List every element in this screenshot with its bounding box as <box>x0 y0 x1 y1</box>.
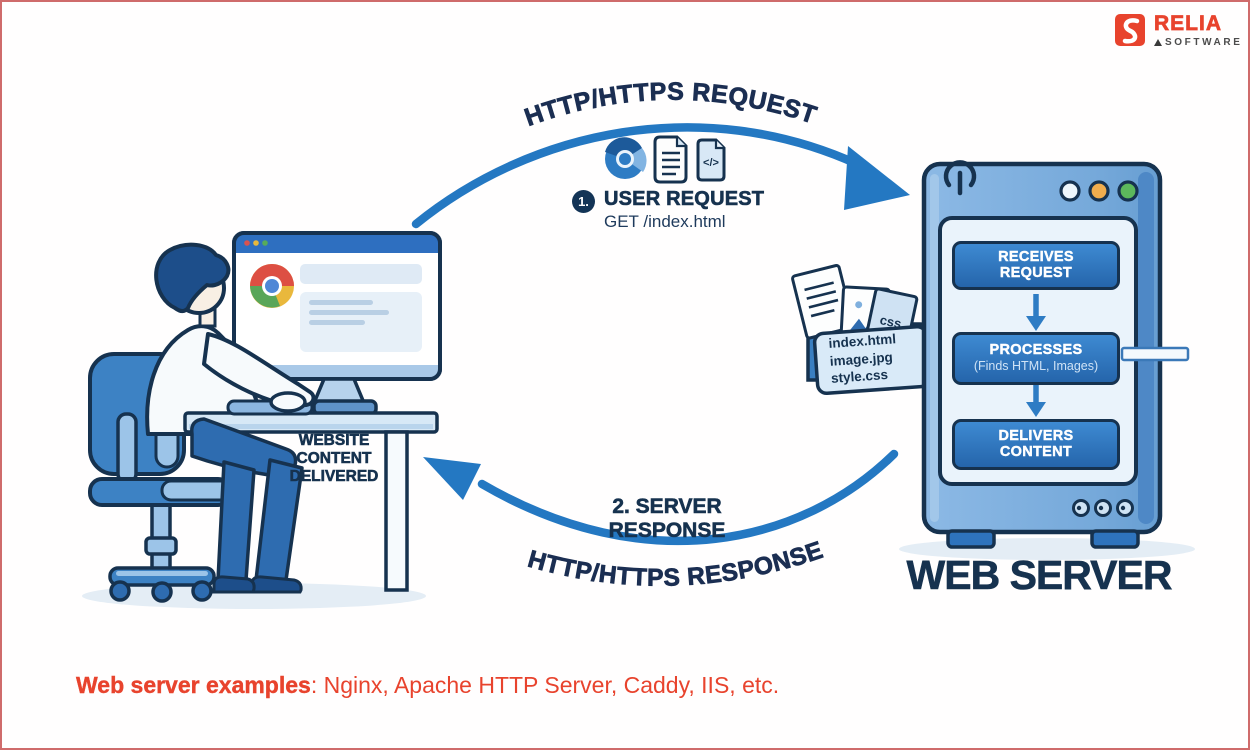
brand-tagline: SOFTWARE <box>1165 37 1243 48</box>
web-server-title: WEB SERVER <box>906 552 1173 599</box>
get-index-label: GET /index.html <box>604 212 726 231</box>
relia-logo-mark <box>1115 14 1145 46</box>
server-foot <box>1090 529 1140 549</box>
hair <box>154 242 231 313</box>
delivered-line-1: WEBSITE <box>298 432 370 450</box>
text-file-icon <box>791 264 855 340</box>
website-content-delivered-label: WEBSITE CONTENT DELIVERED <box>278 432 390 486</box>
server-response-label: 2. SERVER RESPONSE <box>608 495 726 543</box>
processes-subtext: (Finds HTML, Images) <box>973 359 1099 374</box>
chair-wheel <box>109 580 131 602</box>
folder-icon: css <box>791 264 932 395</box>
content-line: CONTENT <box>999 443 1073 460</box>
seat-cushion <box>160 479 232 502</box>
triangle-icon <box>1154 39 1162 46</box>
server-side-tab <box>1120 346 1190 362</box>
processes-line: PROCESSES <box>989 342 1083 359</box>
delivers-line: DELIVERS <box>998 427 1074 444</box>
caption-rest: : Nginx, Apache HTTP Server, Caddy, IIS,… <box>310 672 780 698</box>
flow-arrow-1 <box>1026 294 1046 331</box>
page-placeholder-header <box>300 264 422 284</box>
delivered-line-3: DELIVERED <box>289 467 379 486</box>
monitor <box>232 231 442 416</box>
receives-line: RECEIVES <box>998 248 1074 265</box>
window-dot-yellow <box>253 240 259 246</box>
browser-titlebar <box>234 233 440 253</box>
power-icon <box>943 160 977 196</box>
legs <box>190 417 304 594</box>
desk <box>183 411 439 592</box>
case-side-light <box>930 174 939 522</box>
chair-wheel <box>191 580 213 602</box>
user-request-label: USER REQUEST <box>604 188 765 211</box>
status-light-green <box>1117 180 1139 202</box>
status-light-orange <box>1088 180 1110 202</box>
step-1-badge: 1. <box>572 190 595 213</box>
server-screws <box>1072 499 1134 517</box>
desk-leg <box>384 430 409 592</box>
window-dot-red <box>244 240 250 246</box>
brand-name: RELIA <box>1154 12 1222 35</box>
server-foot <box>946 529 996 549</box>
arm <box>202 332 316 413</box>
monitor-chin <box>236 365 438 377</box>
shoe <box>212 575 256 594</box>
request-arrow <box>411 123 910 229</box>
document-icon <box>653 135 688 184</box>
chrome-icon <box>250 264 294 308</box>
receives-request-box: RECEIVES REQUEST <box>952 241 1120 290</box>
caption-bold: Web server examples <box>76 672 311 698</box>
delivers-content-box: DELIVERS CONTENT <box>952 419 1120 470</box>
code-file-icon: </> <box>696 138 726 182</box>
code-glyph: </> <box>703 157 719 169</box>
chair-wheel <box>151 581 173 603</box>
response-arrow <box>423 449 899 546</box>
brand-logo: RELIA SOFTWARE <box>1114 13 1242 49</box>
delivered-line-2: CONTENT <box>296 449 372 468</box>
caption: Web server examples: Nginx, Apache HTTP … <box>76 672 779 699</box>
folder-file-list: index.html image.jpg style.css <box>828 328 927 387</box>
status-light-white <box>1059 180 1081 202</box>
processes-box: PROCESSES (Finds HTML, Images) <box>952 332 1120 385</box>
hand <box>269 391 307 413</box>
window-dot-green <box>262 240 268 246</box>
browser-icon <box>605 137 647 179</box>
request-line: REQUEST <box>999 264 1073 281</box>
shoe <box>250 575 303 594</box>
